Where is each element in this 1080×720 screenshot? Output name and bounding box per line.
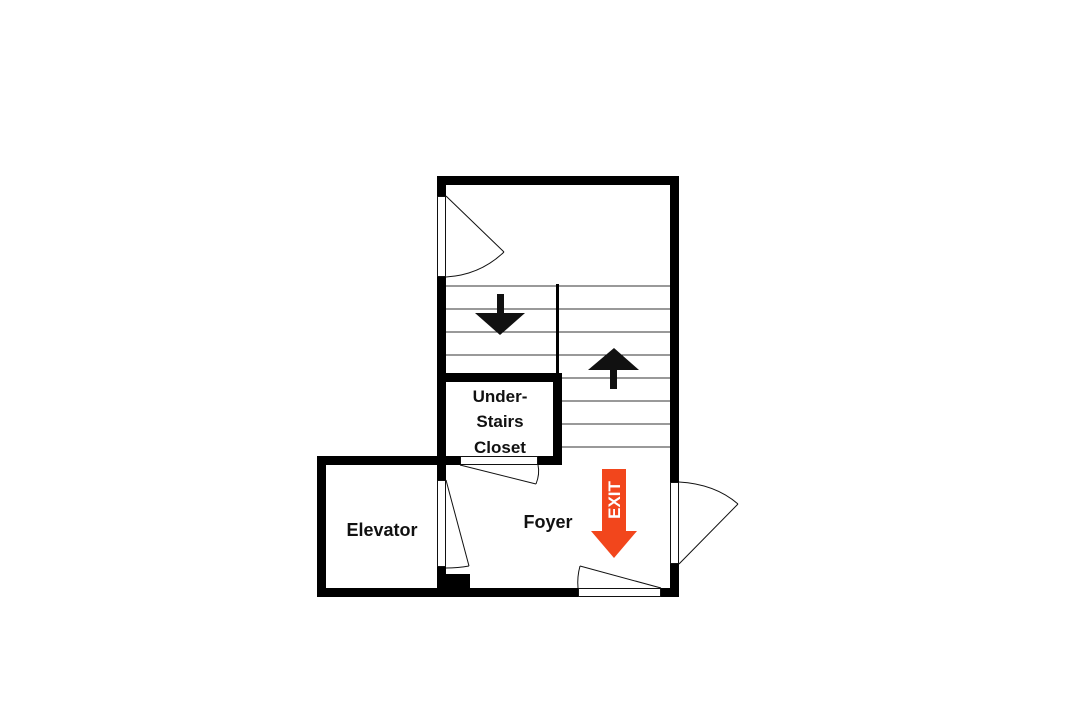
arrow-down-icon	[475, 294, 525, 335]
door-elevator[interactable]	[437, 479, 470, 569]
foyer-label: Foyer	[523, 512, 572, 532]
walls	[317, 176, 679, 597]
elevator-label: Elevator	[346, 520, 417, 540]
door-upper-left[interactable]	[437, 195, 505, 278]
door-exit-right[interactable]	[670, 481, 739, 565]
door-closet[interactable]	[459, 456, 540, 485]
arrow-up-icon	[588, 348, 639, 389]
stair-rail	[556, 284, 559, 374]
closet-label-1: Under-	[473, 387, 528, 406]
closet-label-2: Stairs	[476, 412, 523, 431]
exit-label: EXIT	[605, 480, 624, 518]
exit-arrow-icon: EXIT	[591, 469, 637, 558]
door-bottom[interactable]	[577, 565, 662, 597]
closet-label-3: Closet	[474, 438, 526, 457]
